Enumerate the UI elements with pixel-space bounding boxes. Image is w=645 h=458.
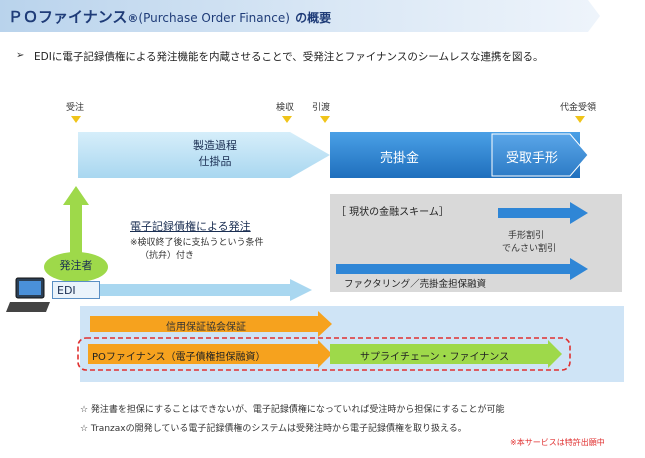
milestone-marker-icon: [575, 116, 585, 123]
manufacturing-label: 製造過程 仕掛品: [150, 137, 280, 169]
title-main: ＰＯファイナンス: [8, 8, 128, 26]
po-finance-dashed-box: [77, 337, 571, 371]
milestone-marker-icon: [282, 116, 292, 123]
order-note-line2: （抗弁）付き: [140, 251, 195, 261]
order-note-line1: ※検収終了後に支払うという条件: [130, 238, 264, 248]
laptop-icon: [6, 277, 50, 312]
note-receipt-label: 受取手形: [506, 151, 559, 166]
manufacturing-phase-arrow: [78, 132, 330, 178]
electronic-order-heading: 電子記録債権による発注: [130, 220, 251, 233]
receivable-label: 売掛金: [380, 151, 420, 166]
credit-guarantee-label: 信用保証協会保証: [166, 322, 246, 333]
discount-arrow: [498, 202, 588, 224]
note-receipt-phase-arrow: [491, 133, 589, 177]
intro-text: EDIに電子記録債権による発注機能を内蔵させることで、受発注とファイナンスのシー…: [34, 51, 544, 63]
page-title: ＰＯファイナンス®(Purchase Order Finance) の概要: [8, 6, 331, 27]
factoring-arrow: [336, 258, 588, 280]
supply-chain-label: サプライチェーン・ファイナンス: [360, 352, 510, 363]
current-scheme-heading: ［ 現状の金融スキーム］: [336, 207, 449, 218]
milestone-delivery: 引渡: [312, 103, 331, 113]
edi-flow-arrow: [100, 279, 312, 301]
bullet-arrow-icon: ➢: [16, 50, 25, 61]
milestone-marker-icon: [320, 116, 330, 123]
registered-mark: ®: [127, 12, 139, 25]
densai-discount-label: でんさい割引: [502, 244, 557, 254]
supply-chain-arrow: [330, 340, 562, 368]
milestone-order-received: 受注: [66, 103, 85, 113]
note-1: ☆ 発注書を担保にすることはできないが、電子記録債権になっていれば受注時から担保…: [80, 405, 505, 415]
factoring-label: ファクタリング／売掛金担保融資: [344, 279, 487, 290]
credit-guarantee-arrow: [90, 311, 332, 337]
title-bar: [0, 0, 600, 32]
bill-discount-label: 手形割引: [508, 231, 545, 241]
manufacturing-line2: 仕掛品: [198, 155, 232, 168]
title-sub: (Purchase Order Finance): [138, 11, 290, 25]
patent-footnote: ※本サービスは特許出願中: [510, 438, 605, 447]
milestone-marker-icon: [71, 116, 81, 123]
po-finance-label: POファイナンス（電子債権担保融資）: [92, 352, 266, 363]
title-suffix: の概要: [295, 11, 332, 25]
manufacturing-line1: 製造過程: [193, 139, 237, 152]
edi-box: EDI: [52, 281, 100, 299]
milestone-payment: 代金受領: [560, 103, 597, 113]
milestone-inspection: 検収: [276, 103, 295, 113]
note-2: ☆ Tranzaxの開発している電子記録債権のシステムは受発注時から電子記録債権…: [80, 424, 467, 434]
po-finance-arrow: [88, 340, 332, 368]
orderer-label: 発注者: [44, 252, 108, 282]
order-up-arrow: [63, 186, 89, 255]
